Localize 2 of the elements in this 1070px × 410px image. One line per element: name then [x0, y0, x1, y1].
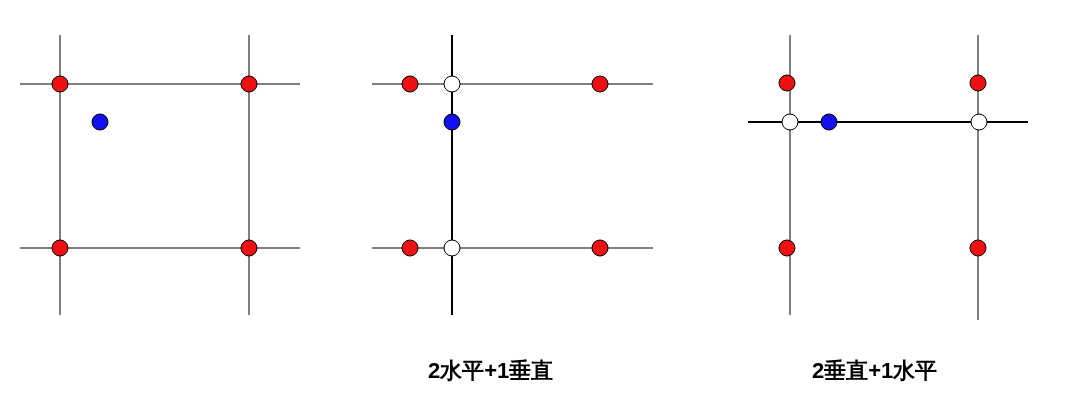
panel-caption: 2水平+1垂直 [428, 357, 554, 385]
panel-caption: 2垂直+1水平 [812, 357, 938, 385]
